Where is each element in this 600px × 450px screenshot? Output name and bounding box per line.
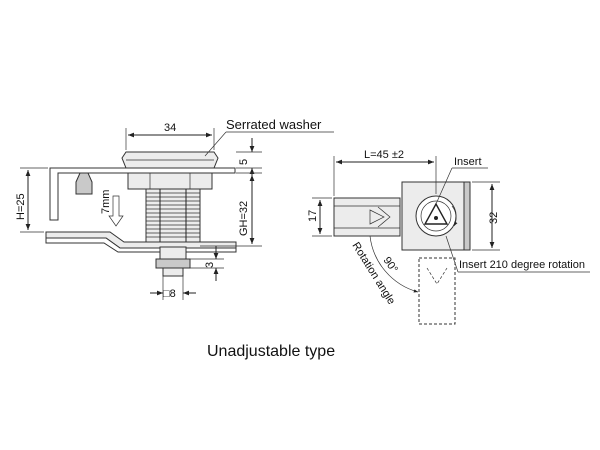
thread-lines [146, 192, 200, 238]
front-view: Insert L=45 ±2 17 32 90° Rotation angle … [307, 149, 590, 325]
dim-3: 3 [204, 262, 216, 268]
dim-h-25: H=25 [15, 193, 27, 220]
threaded-body [145, 188, 201, 248]
dim-square-8: □8 [163, 288, 176, 300]
dim-7mm: 7mm [100, 190, 112, 214]
cam-arm-rotated [418, 257, 456, 325]
dim-5: 5 [238, 159, 250, 165]
cabinet-panel [49, 167, 236, 221]
travel-arrow [108, 195, 124, 227]
triangle-insert-icon [423, 202, 449, 225]
cam-arm-horizontal [333, 197, 401, 237]
side-view: 34 Serrated washer 5 GH=32 H=25 7mm 3 [15, 117, 334, 300]
hex-nut [127, 172, 213, 190]
rotation-arc [369, 235, 419, 293]
stop-post [75, 172, 93, 195]
caption: Unadjustable type [207, 343, 335, 360]
dim-32: 32 [488, 212, 500, 224]
dim-l-45: L=45 ±2 [364, 149, 404, 161]
dim-gh-32: GH=32 [238, 201, 250, 236]
label-insert-rotation: Insert 210 degree rotation [459, 259, 585, 271]
dim-90-degrees: 90° [381, 255, 400, 276]
label-serrated-washer: Serrated washer [226, 117, 322, 132]
dim-34: 34 [164, 122, 176, 134]
label-insert: Insert [454, 156, 482, 168]
dim-17: 17 [307, 210, 319, 222]
